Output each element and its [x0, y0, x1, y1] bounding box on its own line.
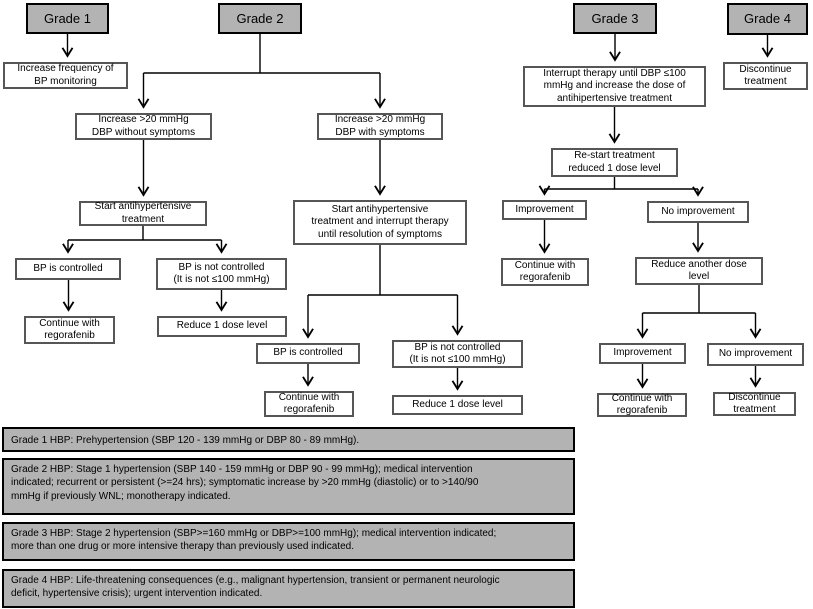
node-increase-without-symptoms: Increase >20 mmHg DBP without symptoms [75, 113, 212, 140]
node-discontinue-treatment-g3: Discontinue treatment [713, 392, 796, 416]
node-grade3-header: Grade 3 [573, 3, 657, 34]
node-grade2-header: Grade 2 [218, 3, 302, 34]
node-restart-treatment: Re-start treatment reduced 1 dose level [551, 148, 678, 177]
node-start-antihypertensive: Start antihypertensive treatment [79, 201, 207, 226]
legend-grade2: Grade 2 HBP: Stage 1 hypertension (SBP 1… [2, 458, 575, 515]
node-interrupt-therapy: Interrupt therapy until DBP ≤100 mmHg an… [523, 66, 706, 107]
node-increase-with-symptoms: Increase >20 mmHg DBP with symptoms [317, 113, 443, 140]
node-continue-regorafenib-b: Continue with regorafenib [264, 391, 354, 417]
node-bp-controlled-b: BP is controlled [256, 343, 360, 364]
node-increase-bp-monitoring: Increase frequency of BP monitoring [3, 62, 128, 89]
node-no-improvement-2: No improvement [707, 343, 804, 366]
node-reduce-1-dose-b: Reduce 1 dose level [392, 395, 523, 415]
node-continue-regorafenib-d: Continue with regorafenib [597, 393, 687, 417]
node-reduce-1-dose-a: Reduce 1 dose level [157, 316, 287, 337]
node-bp-not-controlled-b: BP is not controlled (It is not ≤100 mmH… [392, 340, 523, 368]
node-bp-not-controlled-a: BP is not controlled (It is not ≤100 mmH… [156, 258, 287, 290]
node-improvement-1: Improvement [502, 200, 587, 220]
node-grade1-header: Grade 1 [26, 3, 109, 34]
node-grade4-header: Grade 4 [727, 3, 808, 35]
legend-grade1: Grade 1 HBP: Prehypertension (SBP 120 - … [2, 427, 575, 452]
legend-grade3: Grade 3 HBP: Stage 2 hypertension (SBP>=… [2, 522, 575, 561]
node-no-improvement-1: No improvement [647, 201, 749, 223]
node-reduce-another-dose: Reduce another dose level [635, 257, 763, 285]
node-bp-controlled-a: BP is controlled [15, 258, 121, 280]
node-start-interrupt-therapy: Start antihypertensive treatment and int… [293, 200, 467, 245]
node-improvement-2: Improvement [599, 343, 686, 364]
legend-grade4: Grade 4 HBP: Life-threatening consequenc… [2, 569, 575, 608]
node-continue-regorafenib-a: Continue with regorafenib [24, 316, 115, 344]
node-continue-regorafenib-c: Continue with regorafenib [501, 258, 589, 286]
node-discontinue-treatment-g4: Discontinue treatment [723, 62, 808, 90]
